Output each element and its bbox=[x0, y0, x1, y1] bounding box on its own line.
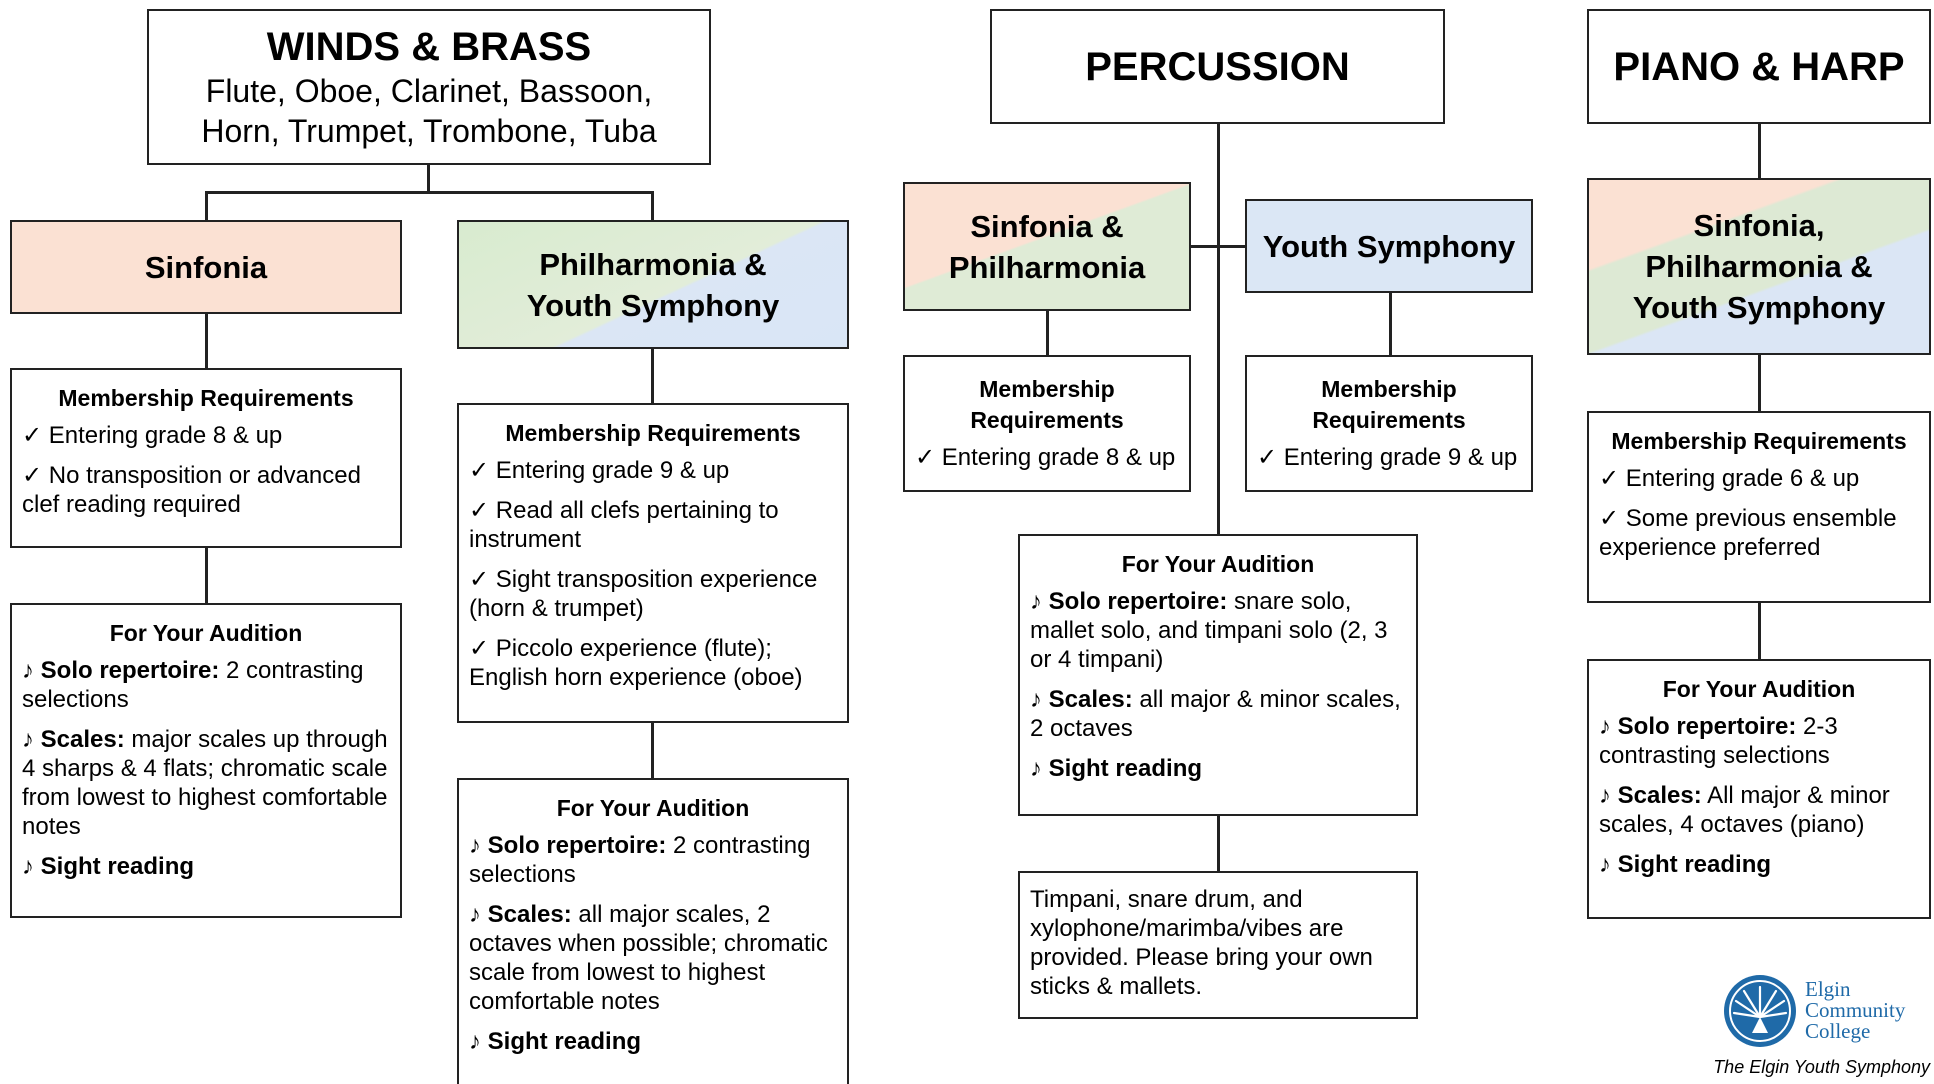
requirement-item: ✓ Entering grade 8 & up bbox=[22, 422, 283, 449]
connector bbox=[651, 191, 654, 221]
ensemble-name: Philharmonia & bbox=[1645, 249, 1873, 284]
note-icon: ♪ bbox=[22, 726, 34, 753]
requirement-item: ✓ No transposition or advanced clef read… bbox=[22, 462, 361, 518]
requirement-item: ✓ Entering grade 6 & up bbox=[1599, 465, 1860, 492]
logo-text: Elgin Community College bbox=[1805, 977, 1906, 1043]
winds-sinfonia-membership: Membership Requirements ✓ Entering grade… bbox=[10, 368, 402, 548]
percussion-title: PERCUSSION bbox=[1085, 44, 1350, 89]
ensemble-name: Philharmonia bbox=[948, 249, 1146, 285]
connector bbox=[651, 722, 654, 779]
membership-heading: Membership bbox=[1321, 376, 1457, 402]
requirement-item: ✓ Entering grade 9 & up bbox=[1257, 444, 1518, 471]
piano-harp-header: PIANO & HARP bbox=[1587, 9, 1931, 124]
connector bbox=[651, 348, 654, 404]
winds-sinfonia-box: Sinfonia bbox=[10, 220, 402, 314]
percussion-sp-membership: Membership Requirements ✓ Entering grade… bbox=[903, 355, 1191, 492]
audition-heading: For Your Audition bbox=[1662, 676, 1856, 702]
ensemble-name: Sinfonia bbox=[144, 249, 268, 285]
ensemble-name: Sinfonia & bbox=[970, 208, 1124, 244]
audition-item: ♪ Sight reading bbox=[469, 1028, 642, 1055]
membership-heading: Requirements bbox=[1312, 407, 1466, 433]
ensemble-name: Youth Symphony bbox=[1632, 290, 1886, 325]
membership-heading: Membership Requirements bbox=[505, 420, 801, 446]
piano-membership: Membership Requirements ✓ Entering grade… bbox=[1587, 411, 1931, 603]
winds-brass-subtitle: Flute, Oboe, Clarinet, Bassoon, bbox=[205, 73, 653, 109]
requirement-item: ✓ Read all clefs pertaining to instrumen… bbox=[469, 497, 779, 553]
winds-brass-title: WINDS & BRASS bbox=[266, 25, 592, 69]
membership-heading: Membership Requirements bbox=[58, 385, 354, 411]
ensemble-name: Youth Symphony bbox=[526, 287, 780, 323]
connector bbox=[1217, 815, 1220, 872]
percussion-ys-membership: Membership Requirements ✓ Entering grade… bbox=[1245, 355, 1533, 492]
note-icon: ♪ bbox=[1030, 588, 1042, 615]
winds-philharmonia-audition: For Your Audition ♪ Solo repertoire: 2 c… bbox=[457, 778, 849, 1084]
piano-ensemble-box: Sinfonia, Philharmonia & Youth Symphony bbox=[1587, 178, 1931, 355]
audition-item: ♪ Solo repertoire: 2 contrasting selecti… bbox=[469, 832, 811, 888]
note-icon: ♪ bbox=[1599, 782, 1611, 809]
percussion-youth-symphony-box: Youth Symphony bbox=[1245, 199, 1533, 293]
note-icon: ♪ bbox=[1030, 686, 1042, 713]
requirement-item: ✓ Some previous ensemble experience pref… bbox=[1599, 505, 1897, 561]
audition-item: ♪ Scales: All major & minor scales, 4 oc… bbox=[1599, 782, 1890, 838]
percussion-audition: For Your Audition ♪ Solo repertoire: sna… bbox=[1018, 534, 1418, 816]
connector bbox=[1758, 354, 1761, 412]
connector bbox=[205, 191, 208, 221]
membership-heading: Membership Requirements bbox=[1611, 428, 1907, 454]
winds-brass-header: WINDS & BRASS Flute, Oboe, Clarinet, Bas… bbox=[147, 9, 711, 165]
connector bbox=[1389, 292, 1392, 356]
audition-heading: For Your Audition bbox=[556, 795, 750, 821]
piano-audition: For Your Audition ♪ Solo repertoire: 2-3… bbox=[1587, 659, 1931, 919]
audition-item: ♪ Sight reading bbox=[22, 853, 195, 880]
note-icon: ♪ bbox=[469, 832, 481, 859]
audition-item: ♪ Scales: major scales up through 4 shar… bbox=[22, 726, 388, 840]
logo-emblem-icon bbox=[1724, 975, 1796, 1047]
membership-heading: Requirements bbox=[970, 407, 1124, 433]
audition-item: ♪ Solo repertoire: snare solo, mallet so… bbox=[1030, 588, 1388, 673]
audition-item: ♪ Sight reading bbox=[1599, 851, 1772, 878]
winds-sinfonia-audition: For Your Audition ♪ Solo repertoire: 2 c… bbox=[10, 603, 402, 918]
winds-philharmonia-box: Philharmonia & Youth Symphony bbox=[457, 220, 849, 349]
audition-heading: For Your Audition bbox=[1121, 551, 1315, 577]
note-icon: ♪ bbox=[22, 657, 34, 684]
note-icon: ♪ bbox=[1599, 713, 1611, 740]
percussion-sinfonia-philharmonia-box: Sinfonia & Philharmonia bbox=[903, 182, 1191, 311]
elgin-logo: Elgin Community College The Elgin Youth … bbox=[1713, 973, 1932, 1083]
connector bbox=[1758, 602, 1761, 660]
winds-brass-subtitle: Horn, Trumpet, Trombone, Tuba bbox=[201, 113, 657, 149]
piano-harp-title: PIANO & HARP bbox=[1613, 44, 1905, 89]
note-icon: ♪ bbox=[1030, 755, 1042, 782]
equipment-note-text: Timpani, snare drum, and xylophone/marim… bbox=[1030, 886, 1373, 1000]
connector bbox=[427, 164, 430, 192]
note-icon: ♪ bbox=[22, 853, 34, 880]
audition-item: ♪ Solo repertoire: 2 contrasting selecti… bbox=[22, 657, 364, 713]
audition-item: ♪ Scales: all major & minor scales, 2 oc… bbox=[1030, 686, 1401, 742]
ensemble-name: Youth Symphony bbox=[1262, 228, 1516, 264]
note-icon: ♪ bbox=[469, 1028, 481, 1055]
percussion-equipment-note: Timpani, snare drum, and xylophone/marim… bbox=[1018, 871, 1418, 1019]
logo-tagline: The Elgin Youth Symphony bbox=[1713, 1057, 1930, 1077]
audition-item: ♪ Sight reading bbox=[1030, 755, 1203, 782]
requirement-item: ✓ Piccolo experience (flute); English ho… bbox=[469, 635, 803, 691]
requirement-item: ✓ Sight transposition experience (horn &… bbox=[469, 566, 818, 622]
connector bbox=[1217, 123, 1220, 535]
connector bbox=[1189, 245, 1247, 248]
connector bbox=[1046, 310, 1049, 356]
audition-item: ♪ Scales: all major scales, 2 octaves wh… bbox=[469, 901, 828, 1015]
connector bbox=[1758, 123, 1761, 179]
membership-heading: Membership bbox=[979, 376, 1115, 402]
note-icon: ♪ bbox=[469, 901, 481, 928]
requirement-item: ✓ Entering grade 9 & up bbox=[469, 457, 730, 484]
note-icon: ♪ bbox=[1599, 851, 1611, 878]
winds-philharmonia-membership: Membership Requirements ✓ Entering grade… bbox=[457, 403, 849, 723]
ensemble-name: Sinfonia, bbox=[1693, 208, 1825, 243]
connector bbox=[205, 191, 653, 194]
audition-heading: For Your Audition bbox=[109, 620, 303, 646]
connector bbox=[205, 546, 208, 604]
connector bbox=[205, 313, 208, 369]
percussion-header: PERCUSSION bbox=[990, 9, 1445, 124]
audition-item: ♪ Solo repertoire: 2-3 contrasting selec… bbox=[1599, 713, 1838, 769]
ensemble-name: Philharmonia & bbox=[539, 246, 767, 282]
requirement-item: ✓ Entering grade 8 & up bbox=[915, 444, 1176, 471]
